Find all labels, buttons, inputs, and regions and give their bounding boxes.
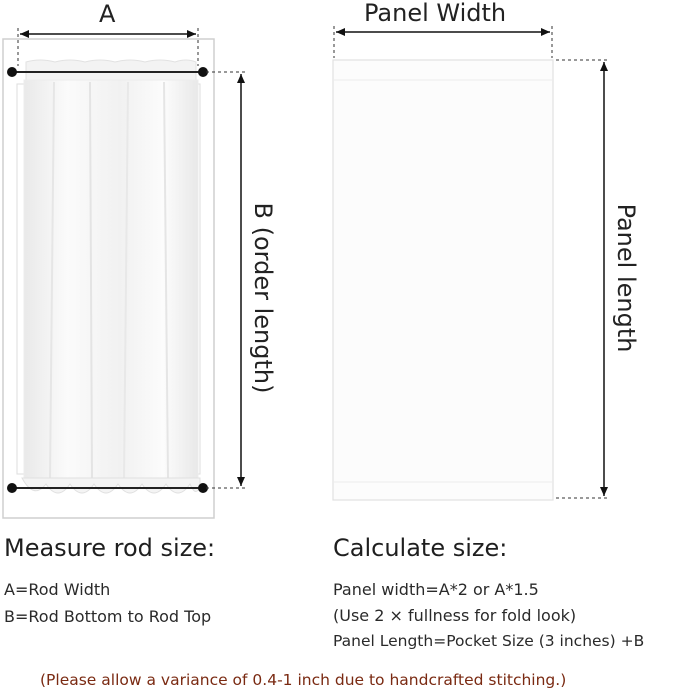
measure-line-rod-width: A=Rod Width [4,580,111,599]
calculate-line-panel-width: Panel width=A*2 or A*1.5 [333,580,539,599]
bottom-rod-left-cap [7,483,17,493]
calculate-line-fullness: (Use 2 × fullness for fold look) [333,606,577,625]
bottom-rod [7,483,208,493]
label-panel-width: Panel Width [364,0,507,27]
top-rod-right-cap [198,67,208,77]
dimension-b [206,71,245,489]
calculate-heading: Calculate size: [333,534,508,562]
measure-line-rod-bottom-top: B=Rod Bottom to Rod Top [4,607,212,626]
dimension-panel-length [556,59,610,499]
calculate-line-panel-length: Panel Length=Pocket Size (3 inches) +B [333,632,645,650]
curtain-measurement-diagram [2,26,610,519]
bottom-rod-right-cap [198,483,208,493]
dimension-a [17,28,199,66]
curtain-panel [21,59,201,494]
top-rod [7,67,208,77]
dimension-panel-width [333,26,553,58]
measure-heading: Measure rod size: [4,534,216,562]
top-rod-left-cap [7,67,17,77]
flat-panel [332,59,554,501]
label-a: A [99,0,116,28]
label-panel-length: Panel length [612,203,640,353]
variance-note: (Please allow a variance of 0.4-1 inch d… [40,671,567,689]
label-b-order-length: B (order length) [249,202,277,394]
